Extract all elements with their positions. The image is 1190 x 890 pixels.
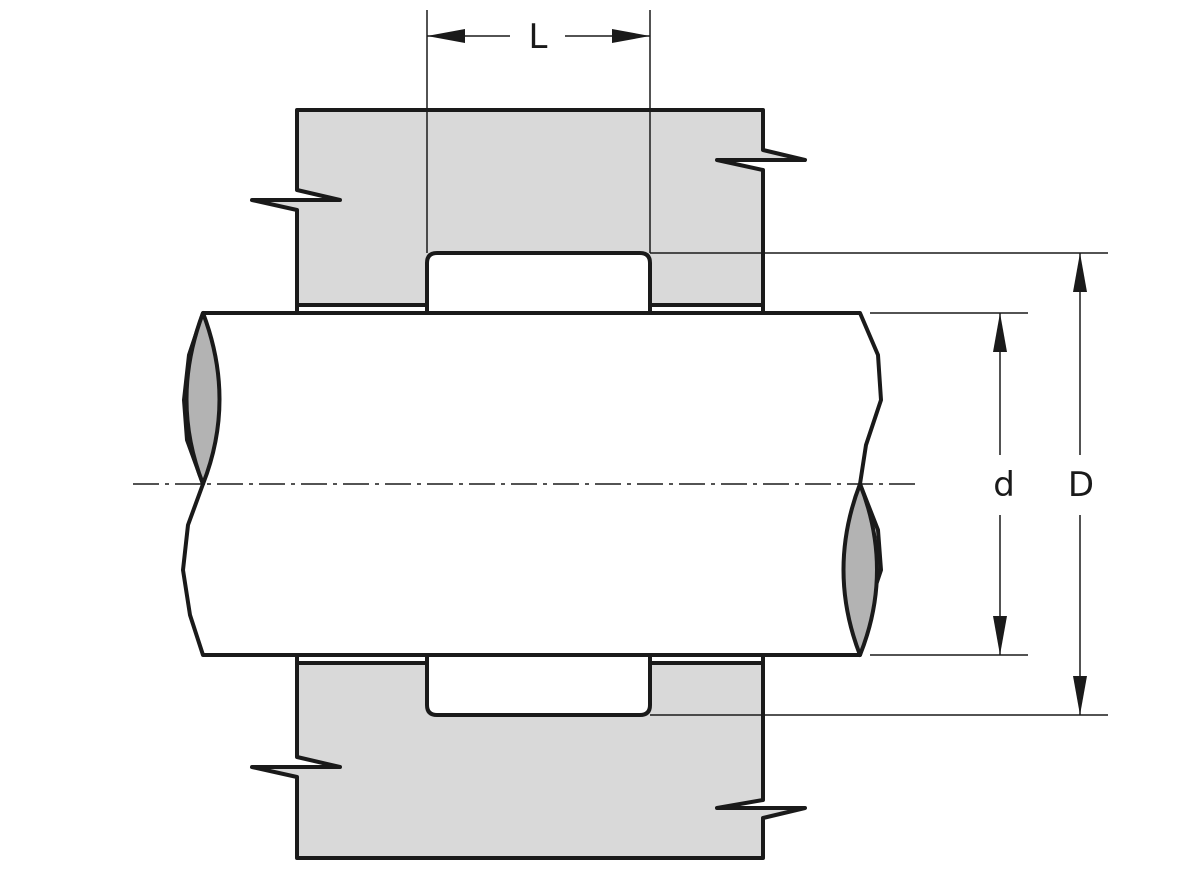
shaft-left-section [184,311,222,486]
label-d: d [993,465,1015,505]
dimension-D: D [650,252,1108,716]
bottom-housing [250,661,807,860]
top-housing-gap-ticks [295,303,765,315]
dimension-d: d [870,312,1028,656]
bottom-housing-gap-ticks [295,653,765,665]
shaft-right-section [841,482,879,657]
top-housing [250,108,807,307]
label-D: D [1068,465,1094,505]
dimension-L: L [426,10,651,253]
label-L: L [529,17,548,57]
